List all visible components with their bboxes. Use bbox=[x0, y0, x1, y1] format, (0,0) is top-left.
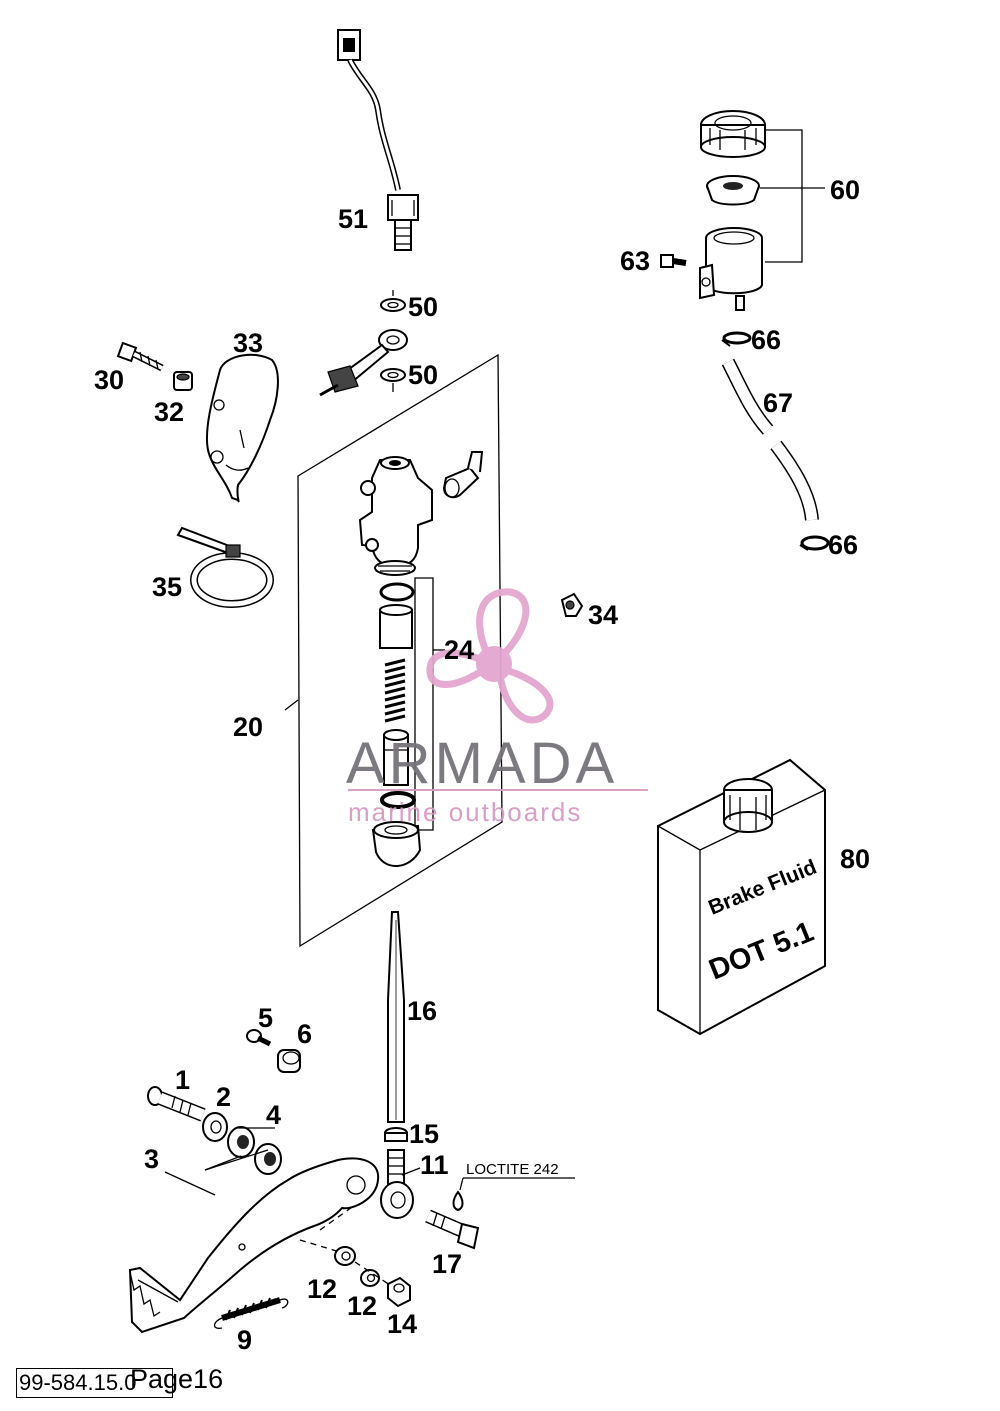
return-spring-part-9 bbox=[213, 1297, 289, 1329]
callout-63: 63 bbox=[620, 246, 650, 276]
callout-2: 2 bbox=[216, 1082, 231, 1112]
callout-15: 15 bbox=[409, 1119, 439, 1149]
reservoir-cap-part bbox=[700, 110, 766, 158]
loctite-annotation: LOCTITE 242 bbox=[466, 1161, 559, 1178]
clevis-part-11 bbox=[380, 1149, 414, 1219]
watermark-subtitle: marine outboards bbox=[348, 797, 582, 827]
axis-dashed-lines bbox=[299, 1204, 391, 1286]
callout-34: 34 bbox=[588, 600, 618, 630]
screw-part-5 bbox=[246, 1029, 272, 1047]
cable-tie-part-35 bbox=[176, 526, 274, 608]
circlip-part bbox=[380, 791, 416, 809]
spring-part bbox=[384, 658, 406, 723]
guard-cover-part-33 bbox=[205, 353, 279, 503]
brake-pedal-part-3 bbox=[128, 1157, 380, 1334]
hose-part-67 bbox=[721, 358, 819, 521]
o-ring-part bbox=[379, 582, 415, 602]
reservoir-body-part bbox=[699, 227, 763, 311]
watermark-title: ARMADA bbox=[346, 731, 618, 796]
callout-66-bottom: 66 bbox=[828, 530, 858, 560]
armada-watermark: ARMADA marine outboards bbox=[346, 588, 648, 827]
pivot-bolt-part-1 bbox=[147, 1086, 206, 1122]
callout-12-left: 12 bbox=[307, 1274, 337, 1304]
callout-50-top: 50 bbox=[408, 292, 438, 322]
bearing-part-4b bbox=[254, 1143, 282, 1175]
washer-part-12b bbox=[360, 1269, 380, 1287]
callout-32: 32 bbox=[154, 397, 184, 427]
callout-80: 80 bbox=[840, 844, 870, 874]
callout-24: 24 bbox=[444, 635, 474, 665]
callout-20: 20 bbox=[233, 712, 263, 742]
callout-60: 60 bbox=[830, 175, 860, 205]
banjo-hose-fitting-part bbox=[319, 329, 408, 397]
callout-66-top: 66 bbox=[751, 325, 781, 355]
document-code: 99-584.15.0 bbox=[16, 1368, 173, 1398]
dust-boot-part bbox=[371, 821, 422, 867]
bushing-part-6 bbox=[277, 1049, 301, 1073]
piston-part bbox=[383, 729, 409, 786]
brake-fluid-can-part: Brake Fluid DOT 5.1 bbox=[657, 758, 826, 1036]
callout-labels: 51 50 50 33 30 32 35 34 24 20 60 63 66 6… bbox=[94, 175, 870, 1355]
callout-33: 33 bbox=[233, 328, 263, 358]
bearing-part-4a bbox=[227, 1126, 255, 1158]
callout-11: 11 bbox=[420, 1150, 449, 1180]
nut-part-14 bbox=[387, 1276, 411, 1308]
push-rod-part-16 bbox=[387, 911, 405, 1123]
callout-6: 6 bbox=[297, 1019, 312, 1049]
leader-lines bbox=[164, 1127, 575, 1196]
callout-16: 16 bbox=[407, 996, 437, 1026]
callout-67: 67 bbox=[763, 388, 793, 418]
callout-14: 14 bbox=[387, 1309, 417, 1339]
callout-12-right: 12 bbox=[347, 1291, 377, 1321]
propeller-logo-icon bbox=[426, 588, 554, 724]
hose-clamp-part-66-top bbox=[721, 331, 752, 347]
banjo-washer-part bbox=[380, 290, 406, 392]
hose-clamp-part-66-bottom bbox=[799, 535, 830, 551]
hose-elbow-fitting-part bbox=[442, 451, 484, 499]
brake-light-switch-part bbox=[337, 29, 419, 251]
bracket-lines-60 bbox=[760, 129, 825, 263]
washer-part-12a bbox=[334, 1246, 356, 1266]
nut-part-34 bbox=[560, 592, 584, 617]
washer-part-2 bbox=[202, 1112, 228, 1142]
nut-part-32 bbox=[173, 371, 193, 391]
callout-17: 17 bbox=[432, 1249, 462, 1279]
page-number: Page16 bbox=[130, 1364, 224, 1394]
callout-51: 51 bbox=[338, 204, 368, 234]
callout-3: 3 bbox=[144, 1144, 159, 1174]
callout-5: 5 bbox=[258, 1003, 273, 1033]
screw-part-63 bbox=[660, 254, 687, 268]
callout-1: 1 bbox=[175, 1065, 190, 1095]
master-cylinder-assembly-outline bbox=[284, 353, 503, 948]
bolt-part-17 bbox=[425, 1190, 480, 1250]
bolt-part-30 bbox=[116, 341, 164, 372]
callout-9: 9 bbox=[237, 1325, 252, 1355]
reservoir-diaphragm-part bbox=[706, 175, 760, 206]
sleeve-part bbox=[379, 604, 413, 649]
callout-50-bottom: 50 bbox=[408, 360, 438, 390]
callout-4: 4 bbox=[266, 1100, 281, 1130]
callout-30: 30 bbox=[94, 365, 124, 395]
master-cylinder-body-part bbox=[358, 456, 433, 576]
callout-35: 35 bbox=[152, 572, 182, 602]
nut-part-15 bbox=[384, 1127, 408, 1142]
